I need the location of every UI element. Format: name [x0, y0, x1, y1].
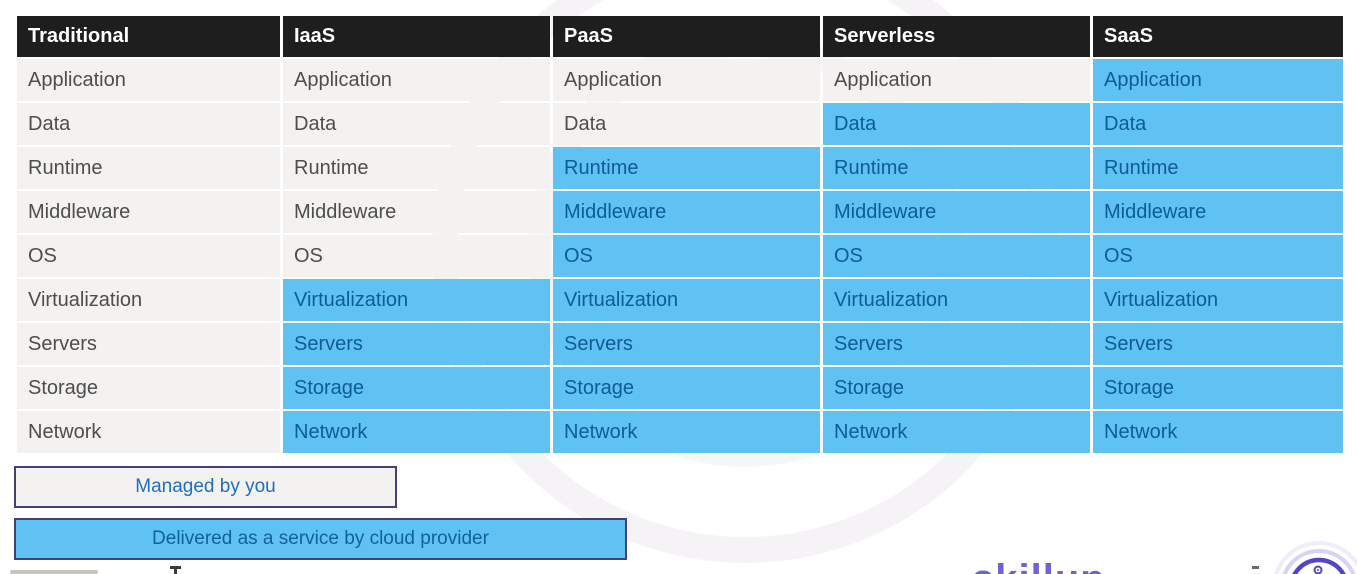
cell-serverless-runtime: Runtime [823, 147, 1090, 189]
legend-delivered-by-cloud-provider: Delivered as a service by cloud provider [14, 518, 627, 560]
cell-serverless-storage: Storage [823, 367, 1090, 409]
cell-paas-runtime: Runtime [553, 147, 820, 189]
cell-paas-network: Network [553, 411, 820, 453]
cell-iaas-middleware: Middleware [283, 191, 550, 233]
cell-saas-data: Data [1093, 103, 1343, 145]
cutoff-fragment [1252, 566, 1259, 569]
column-header-iaas: IaaS [283, 16, 550, 57]
cell-iaas-network: Network [283, 411, 550, 453]
skillup-person-rings-icon [1274, 541, 1357, 574]
cell-saas-os: OS [1093, 235, 1343, 277]
cell-iaas-application: Application [283, 59, 550, 101]
legend-delivered-label: Delivered as a service by cloud provider [152, 528, 489, 549]
column-header-serverless: Serverless [823, 16, 1090, 57]
cell-saas-network: Network [1093, 411, 1343, 453]
cutoff-fragment [10, 570, 98, 574]
cell-paas-os: OS [553, 235, 820, 277]
cell-serverless-servers: Servers [823, 323, 1090, 365]
cell-saas-storage: Storage [1093, 367, 1343, 409]
cell-iaas-storage: Storage [283, 367, 550, 409]
cell-iaas-os: OS [283, 235, 550, 277]
legend-managed-label: Managed by you [135, 476, 276, 497]
cell-serverless-os: OS [823, 235, 1090, 277]
cell-traditional-middleware: Middleware [17, 191, 280, 233]
cell-serverless-middleware: Middleware [823, 191, 1090, 233]
cell-traditional-application: Application [17, 59, 280, 101]
cell-traditional-runtime: Runtime [17, 147, 280, 189]
cell-traditional-virtualization: Virtualization [17, 279, 280, 321]
cell-iaas-data: Data [283, 103, 550, 145]
cell-saas-servers: Servers [1093, 323, 1343, 365]
cell-paas-application: Application [553, 59, 820, 101]
cell-saas-virtualization: Virtualization [1093, 279, 1343, 321]
cell-paas-servers: Servers [553, 323, 820, 365]
cell-iaas-runtime: Runtime [283, 147, 550, 189]
cell-paas-data: Data [553, 103, 820, 145]
cell-traditional-os: OS [17, 235, 280, 277]
cell-iaas-virtualization: Virtualization [283, 279, 550, 321]
cell-saas-middleware: Middleware [1093, 191, 1343, 233]
cell-saas-runtime: Runtime [1093, 147, 1343, 189]
cell-traditional-network: Network [17, 411, 280, 453]
column-header-saas: SaaS [1093, 16, 1343, 57]
cell-paas-middleware: Middleware [553, 191, 820, 233]
cell-paas-virtualization: Virtualization [553, 279, 820, 321]
cell-iaas-servers: Servers [283, 323, 550, 365]
cell-traditional-data: Data [17, 103, 280, 145]
cell-paas-storage: Storage [553, 367, 820, 409]
skillup-logo-text: skillup [972, 557, 1106, 574]
cell-saas-application: Application [1093, 59, 1343, 101]
cell-traditional-storage: Storage [17, 367, 280, 409]
cell-serverless-data: Data [823, 103, 1090, 145]
legend-managed-by-you: Managed by you [14, 466, 397, 508]
column-header-paas: PaaS [553, 16, 820, 57]
cell-traditional-servers: Servers [17, 323, 280, 365]
cell-serverless-application: Application [823, 59, 1090, 101]
cutoff-fragment [174, 566, 177, 574]
cell-serverless-network: Network [823, 411, 1090, 453]
cell-serverless-virtualization: Virtualization [823, 279, 1090, 321]
column-header-traditional: Traditional [17, 16, 280, 57]
